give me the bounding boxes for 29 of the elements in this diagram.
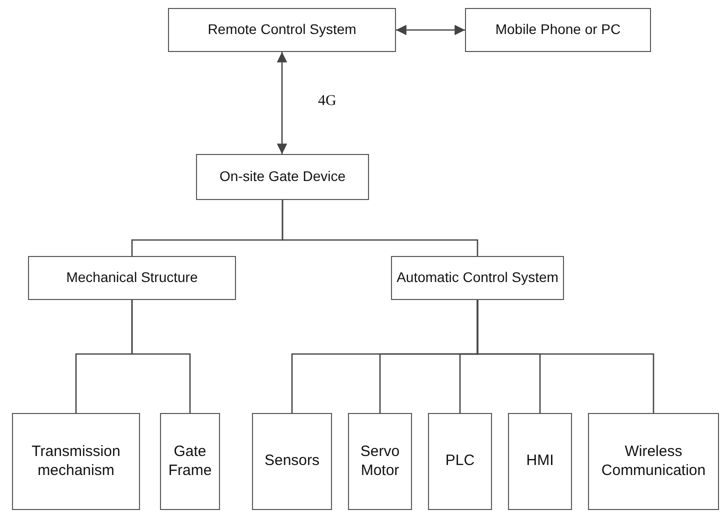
node-label: On-site Gate Device: [219, 168, 346, 186]
node-box: [28, 256, 236, 300]
arrow: [396, 24, 465, 36]
node-label: Remote Control System: [208, 21, 356, 39]
node-box: [391, 256, 564, 300]
arrow: [276, 52, 288, 154]
node-box: [465, 8, 651, 52]
node-label: HMI: [526, 452, 554, 471]
node-label: Transmission mechanism: [30, 442, 122, 480]
connector-line: [131, 300, 191, 413]
node-box: [252, 413, 332, 510]
node-box: [168, 8, 396, 52]
node-label: Mechanical Structure: [66, 269, 198, 287]
node-label: Sensors: [264, 452, 320, 471]
connector-line: [282, 200, 478, 256]
node-label: Wireless Communication: [600, 442, 707, 480]
node-label: Mobile Phone or PC: [495, 21, 621, 39]
node-label: Servo Motor: [359, 442, 401, 480]
node-box: [196, 154, 369, 200]
node-box: [160, 413, 220, 510]
node-box: [508, 413, 572, 510]
node-box: [348, 413, 412, 510]
connector-line: [476, 300, 654, 413]
node-label: PLC: [445, 452, 475, 471]
node-box: [12, 413, 140, 510]
node-box: [588, 413, 719, 510]
node-box: [428, 413, 492, 510]
node-label: Automatic Control System: [396, 269, 558, 287]
node-label: Gate Frame: [167, 442, 213, 480]
